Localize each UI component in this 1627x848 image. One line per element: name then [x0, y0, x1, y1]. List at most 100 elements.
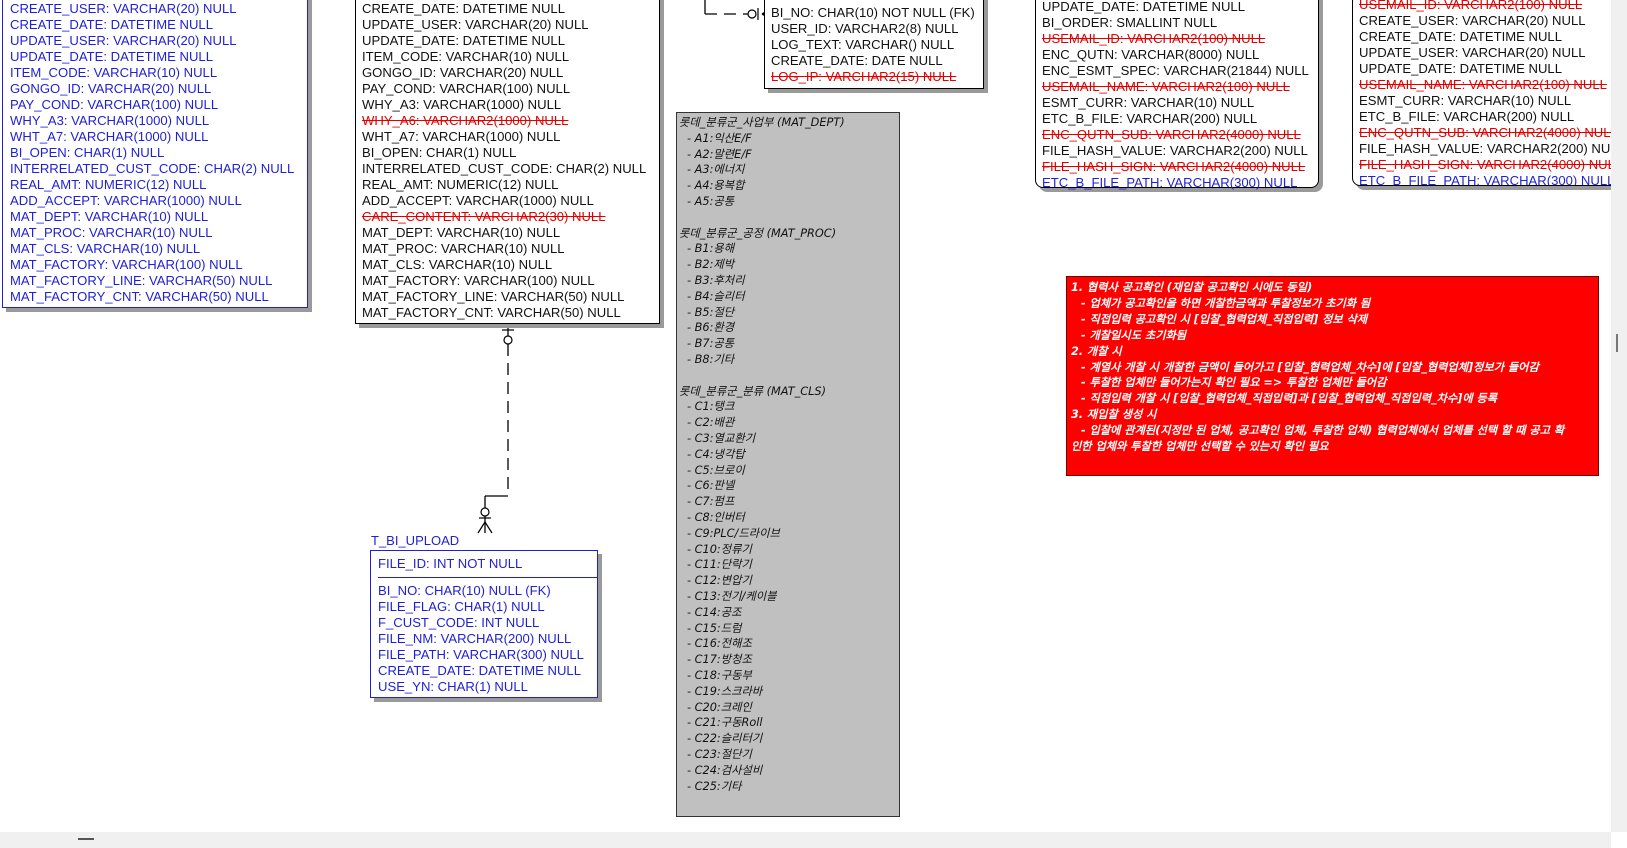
- note-item: - C17:방청조: [687, 653, 752, 667]
- note-item: - B3:후처리: [687, 274, 745, 287]
- column-row: ESMT_CURR: VARCHAR(10) NULL: [1042, 95, 1255, 110]
- note-line: - 업체가 공고확인을 하면 개찰한금액과 투찰정보가 초기화 됨: [1081, 296, 1371, 310]
- note-item: - C9:PLC/드라이브: [687, 526, 780, 540]
- column-row: ENC_QUTN_SUB: VARCHAR2(4000) NULL: [1359, 125, 1611, 140]
- relationship-lines: [477, 0, 773, 534]
- column-row: ADD_ACCEPT: VARCHAR(1000) NULL: [362, 193, 594, 208]
- column-row: WHY_A6: VARCHAR2(1000) NULL: [362, 113, 569, 128]
- column-row: USEMAIL_NAME: VARCHAR2(100) NULL: [1042, 79, 1290, 94]
- column-row: REAL_AMT: NUMERIC(12) NULL: [362, 177, 559, 192]
- note-line: - 입찰에 관계된(지정만 된 업체, 공고확인 업체, 투찰한 업체) 협력업…: [1081, 424, 1565, 438]
- column-row: ENC_QUTN: VARCHAR(8000) NULL: [1042, 47, 1260, 62]
- note-item: - B5:절단: [687, 305, 735, 319]
- note-item: - C4:냉각탑: [687, 447, 745, 461]
- horizontal-scroll-thumb[interactable]: [78, 838, 94, 840]
- note-line: - 직접입력 개찰 시 [입찰_협력업체_직접입력]과 [입찰_협력업체_직접입…: [1081, 392, 1498, 406]
- column-row: ETC_B_FILE_PATH: VARCHAR(300) NULL: [1359, 173, 1611, 186]
- note-item: - C20:크레인: [687, 700, 752, 714]
- entity-log-table[interactable]: BI_NO: CHAR(10) NOT NULL (FK)USER_ID: VA…: [764, 0, 984, 89]
- column-row: MAT_FACTORY_LINE: VARCHAR(50) NULL: [10, 273, 273, 288]
- column-row: CREATE_USER: VARCHAR(20) NULL: [10, 1, 237, 16]
- column-row: FILE_FLAG: CHAR(1) NULL: [378, 599, 545, 614]
- column-row: ETC_B_FILE_PATH: VARCHAR(300) NULL: [1042, 175, 1298, 190]
- column-row: ENC_ESMT_SPEC: VARCHAR(21844) NULL: [1042, 63, 1309, 78]
- entity-upload-table[interactable]: FILE_ID: INT NOT NULL BI_NO: CHAR(10) NU…: [370, 550, 598, 698]
- note-section-heading: 롯데_분류군_분류 (MAT_CLS): [679, 384, 827, 398]
- column-row: UPDATE_DATE: DATETIME NULL: [362, 33, 565, 48]
- column-row: ITEM_CODE: VARCHAR(10) NULL: [362, 49, 570, 64]
- note-item: - C16:전해조: [687, 637, 752, 651]
- horizontal-scrollbar[interactable]: [0, 832, 1611, 848]
- column-row: INTERRELATED_CUST_CODE: CHAR(2) NULL: [362, 161, 647, 176]
- upload-table-columns: BI_NO: CHAR(10) NULL (FK)FILE_FLAG: CHAR…: [378, 583, 597, 695]
- column-row: MAT_FACTORY_CNT: VARCHAR(50) NULL: [10, 289, 269, 304]
- vertical-scrollbar[interactable]: [1611, 0, 1627, 832]
- column-row: MAT_DEPT: VARCHAR(10) NULL: [362, 225, 561, 240]
- column-row: WHY_A3: VARCHAR(1000) NULL: [362, 97, 562, 112]
- note-line: 3. 재입찰 생성 시: [1071, 408, 1157, 422]
- column-row: ESMT_CURR: VARCHAR(10) NULL: [1359, 93, 1572, 108]
- column-row: WHY_A3: VARCHAR(1000) NULL: [10, 113, 210, 128]
- note-item: - C24:검사설비: [687, 763, 763, 777]
- note-line: - 개찰일시도 초기화됨: [1081, 328, 1187, 342]
- column-row: CREATE_DATE: DATETIME NULL: [10, 17, 213, 32]
- column-row: REAL_AMT: NUMERIC(12) NULL: [10, 177, 207, 192]
- note-item: - C19:스크라바: [687, 684, 763, 698]
- note-item: - B1:용해: [687, 242, 735, 256]
- classification-note[interactable]: 롯데_분류군_사업부 (MAT_DEPT)- A1:익산E/F- A2:말련E/…: [676, 112, 900, 817]
- many-end-marker: [477, 507, 493, 534]
- column-row: ETC_B_FILE: VARCHAR(200) NULL: [1042, 111, 1258, 126]
- column-row: ITEM_CODE: VARCHAR(10) NULL: [10, 65, 218, 80]
- column-row: MAT_FACTORY_CNT: VARCHAR(50) NULL: [362, 305, 621, 320]
- note-line: - 투찰한 업체만 들어가는지 확인 필요 => 투찰한 업체만 들어감: [1081, 376, 1387, 390]
- column-row: LOG_TEXT: VARCHAR() NULL: [771, 37, 955, 52]
- column-row: ADD_ACCEPT: VARCHAR(1000) NULL: [10, 193, 242, 208]
- note-item: - C13:전기/케이블: [687, 590, 777, 603]
- column-row: FILE_HASH_SIGN: VARCHAR2(4000) NULL: [1042, 159, 1306, 174]
- vertical-scroll-thumb[interactable]: [1616, 334, 1618, 352]
- column-row: CREATE_DATE: DATETIME NULL: [378, 663, 581, 678]
- column-row: BI_NO: CHAR(10) NOT NULL (FK): [771, 5, 975, 20]
- note-item: - C6:판넬: [687, 479, 735, 493]
- column-row: MAT_CLS: VARCHAR(10) NULL: [362, 257, 553, 272]
- note-item: - B6:환경: [687, 321, 735, 335]
- note-item: - B4:슬리터: [687, 289, 745, 303]
- column-row: FILE_NM: VARCHAR(200) NULL: [378, 631, 572, 646]
- column-row: INTERRELATED_CUST_CODE: CHAR(2) NULL: [10, 161, 295, 176]
- column-row: USEMAIL_ID: VARCHAR2(100) NULL: [1359, 0, 1583, 12]
- column-row: MAT_PROC: VARCHAR(10) NULL: [362, 241, 565, 256]
- note-item: - C15:드럼: [687, 621, 742, 635]
- note-item: - C10:정류기: [687, 542, 752, 556]
- note-item: - C1:탱크: [687, 400, 735, 414]
- upload-table-title: T_BI_UPLOAD: [371, 533, 460, 548]
- column-row: UPDATE_USER: VARCHAR(20) NULL: [362, 17, 589, 32]
- note-item: - C23:절단기: [687, 748, 752, 761]
- note-item: - A2:말련E/F: [687, 147, 752, 161]
- note-item: - A4:용복합: [687, 179, 745, 193]
- note-item: - B7:공통: [687, 337, 735, 351]
- note-item: - C2:배관: [687, 416, 735, 430]
- column-row: WHT_A7: VARCHAR(1000) NULL: [10, 129, 209, 144]
- column-row: FILE_HASH_VALUE: VARCHAR2(200) NULL: [1359, 141, 1611, 156]
- note-item: - C25:기타: [687, 779, 742, 793]
- note-section-heading: 롯데_분류군_사업부 (MAT_DEPT): [679, 116, 845, 129]
- note-item: - C7:펌프: [687, 495, 735, 509]
- column-row: USEMAIL_NAME: VARCHAR2(100) NULL: [1359, 77, 1607, 92]
- note-item: - C22:슬리터기: [687, 732, 763, 746]
- bidding-rules-note[interactable]: 1. 협력사 공고확인 (재입찰 공고확인 시에도 동일)- 업체가 공고확인을…: [1066, 276, 1599, 476]
- column-row: WHT_A7: VARCHAR(1000) NULL: [362, 129, 561, 144]
- note-item: - C14:공조: [687, 605, 742, 619]
- column-row: ENC_QUTN_SUB: VARCHAR2(4000) NULL: [1042, 127, 1301, 142]
- note-item: - C18:구동부: [687, 669, 752, 682]
- column-row: FILE_PATH: VARCHAR(300) NULL: [378, 647, 584, 662]
- column-row: MAT_DEPT: VARCHAR(10) NULL: [10, 209, 209, 224]
- column-row: USE_YN: CHAR(1) NULL: [378, 679, 528, 694]
- column-row: CREATE_DATE: DATETIME NULL: [1359, 29, 1562, 44]
